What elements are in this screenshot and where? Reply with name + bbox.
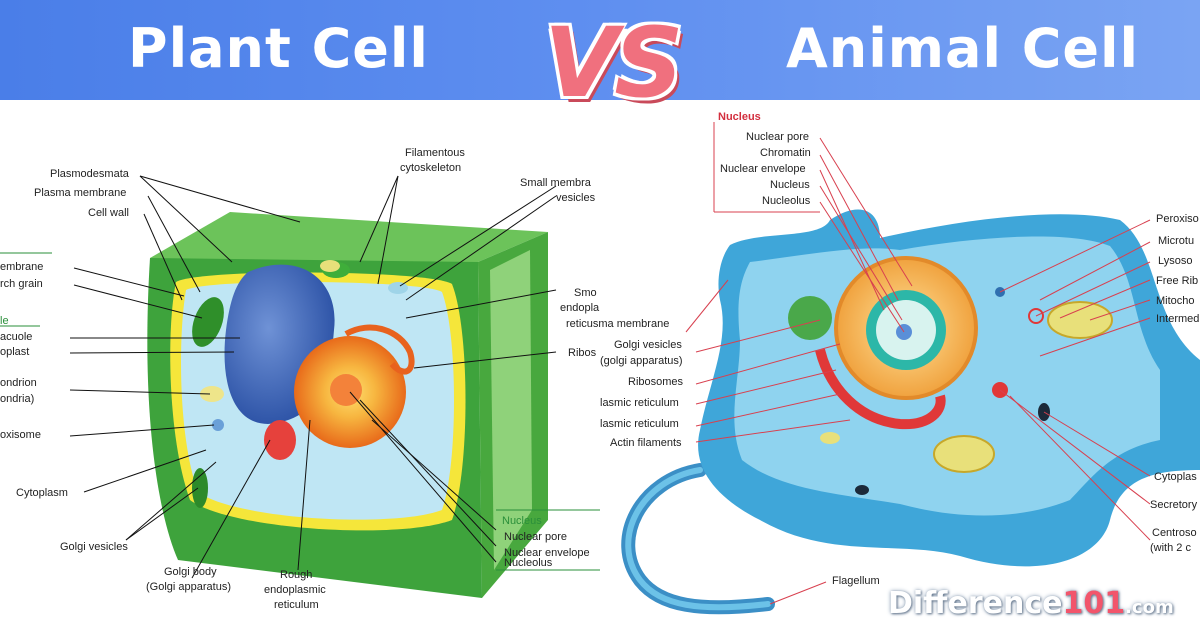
label-animal-with-2-cut: (with 2 c: [1150, 542, 1191, 554]
plant-peroxisome: [212, 419, 224, 431]
plant-leader-lines: [0, 175, 600, 579]
label-animal-flagellum: Flagellum: [832, 575, 880, 587]
label-animal-cytoplasm-cut: Cytoplas: [1154, 471, 1197, 483]
label-endoplasmic: endoplasmic: [264, 584, 326, 596]
label-animal-intermediate-cut: Intermed: [1156, 313, 1199, 325]
label-golgi-apparatus: (Golgi apparatus): [146, 581, 231, 593]
label-nucleolus: Nucleolus: [504, 557, 553, 569]
label-starch-grain-cut: rch grain: [0, 278, 43, 290]
label-vesicles: vesicles: [556, 192, 596, 204]
plant-mitochondrion-2: [320, 260, 340, 272]
plant-cell-title: Plant Cell: [128, 17, 429, 80]
animal-leader-lines: [685, 122, 1151, 605]
label-animal-peroxisome-cut: Peroxiso: [1156, 213, 1199, 225]
label-animal-nucleolus: Nucleolus: [762, 195, 811, 207]
brand-name: Difference: [888, 586, 1063, 621]
label-animal-secretory-cut: Secretory: [1150, 499, 1198, 511]
label-reticusma: reticusma membrane: [566, 318, 669, 330]
brand-number: 101: [1062, 586, 1126, 621]
header-bar: [0, 0, 1200, 100]
plant-golgi-body: [264, 420, 296, 460]
label-reticulum: reticulum: [274, 599, 319, 611]
label-oxisome-cut: oxisome: [0, 429, 41, 441]
animal-golgi: [815, 348, 946, 430]
label-golgi-vesicles: Golgi vesicles: [60, 541, 128, 553]
animal-vesicle-2: [855, 485, 869, 495]
animal-mitochondrion: [1047, 301, 1113, 339]
label-animal-mitochondrion-cut: Mitocho: [1156, 295, 1195, 307]
label-animal-nuclear-pore: Nuclear pore: [746, 131, 809, 143]
label-small-membrane: Small membra: [520, 177, 592, 189]
label-animal-er-2: lasmic reticulum: [600, 418, 679, 430]
animal-mitochondrion-2: [933, 435, 995, 473]
label-animal-centrosome-cut: Centroso: [1152, 527, 1197, 539]
plant-nucleolus: [330, 374, 362, 406]
label-smooth-cut: Smo: [574, 287, 597, 299]
label-oplast-cut: oplast: [0, 346, 29, 358]
label-animal-er-1: lasmic reticulum: [600, 397, 679, 409]
label-nuclear-pore: Nuclear pore: [504, 531, 567, 543]
vs-badge: VS: [544, 7, 683, 119]
label-animal-lysosome-cut: Lysoso: [1158, 255, 1192, 267]
plant-cell-side-band: [490, 250, 532, 570]
label-animal-nuclear-envelope: Nuclear envelope: [720, 163, 806, 175]
label-animal-nucleus: Nucleus: [770, 179, 810, 191]
label-animal-free-ribosome-cut: Free Rib: [1156, 275, 1198, 287]
brand-tld: .com: [1125, 597, 1174, 618]
plant-labels: Plasmodesmata Plasma membrane Cell wall …: [0, 147, 669, 611]
animal-cell: [621, 209, 1200, 615]
brand-watermark[interactable]: Difference101.com: [888, 584, 1174, 628]
label-animal-chromatin: Chromatin: [760, 147, 811, 159]
label-animal-actin: Actin filaments: [610, 437, 682, 449]
label-nucleus: Nucleus: [502, 515, 542, 527]
label-rough: Rough: [280, 569, 312, 581]
label-animal-golgi-apparatus: (golgi apparatus): [600, 355, 683, 367]
label-le-cut: le: [0, 315, 9, 327]
label-ondria-cut: ondria): [0, 393, 34, 405]
plant-cell-wall-pit: [192, 468, 208, 508]
label-filamentous: Filamentous: [405, 147, 465, 159]
label-animal-microtubule-cut: Microtu: [1158, 235, 1194, 247]
plant-rough-er: [344, 324, 415, 375]
animal-labels: Nucleus Nuclear pore Chromatin Nuclear e…: [600, 111, 1199, 587]
label-cytoplasm: Cytoplasm: [16, 487, 68, 499]
label-vacuole-cut: acuole: [0, 331, 32, 343]
label-plasma-membrane: Plasma membrane: [34, 187, 126, 199]
label-animal-nucleus-heading: Nucleus: [718, 111, 761, 123]
label-endopla-cut: endopla: [560, 302, 600, 314]
animal-flagellum-inner: [625, 467, 771, 611]
plant-cell-wall-top: [150, 212, 548, 268]
animal-green-organelle: [788, 296, 832, 340]
plant-mitochondrion: [200, 386, 224, 402]
label-plasmodesmata: Plasmodesmata: [50, 168, 130, 180]
label-cell-wall: Cell wall: [88, 207, 129, 219]
plant-chloroplast: [192, 297, 224, 347]
label-animal-ribosomes: Ribosomes: [628, 376, 684, 388]
label-ribosomes-cut: Ribos: [568, 347, 597, 359]
plant-cell: [147, 212, 548, 598]
label-cytoskeleton: cytoskeleton: [400, 162, 461, 174]
animal-cell-title: Animal Cell: [786, 17, 1140, 80]
label-nuclear-envelope: Nuclear envelope: [504, 547, 590, 559]
plant-small-vesicle: [388, 282, 408, 294]
label-golgi-body: Golgi body: [164, 566, 217, 578]
animal-lysosome: [1028, 308, 1044, 324]
label-membrane-cut: embrane: [0, 261, 43, 273]
animal-vesicle-3: [820, 432, 840, 444]
label-ondrion-cut: ondrion: [0, 377, 37, 389]
label-animal-golgi-vesicles: Golgi vesicles: [614, 339, 682, 351]
